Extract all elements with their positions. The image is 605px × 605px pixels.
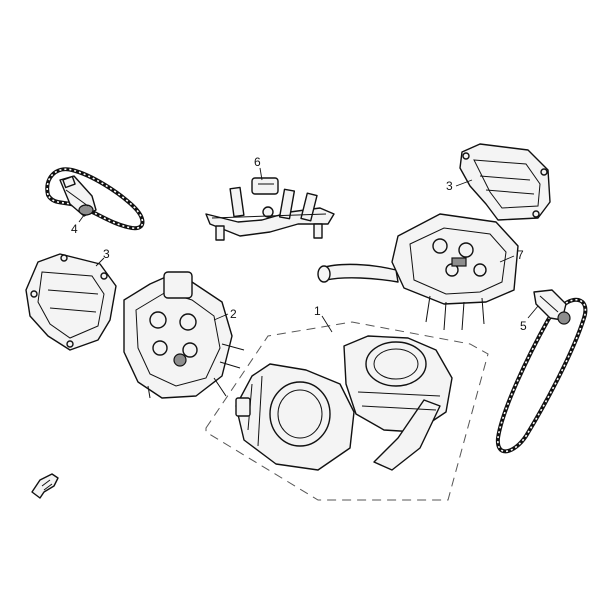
cylinder-head-cover-rear — [459, 143, 551, 221]
callout-part-4: 4 — [71, 222, 78, 236]
callout-part-6: 6 — [254, 155, 261, 169]
cylinder-head-rear — [317, 213, 519, 331]
cam-chain-tensioner-assembly — [45, 167, 145, 231]
rocker-arm-set — [205, 177, 335, 241]
callout-part-3-upper: 3 — [446, 179, 453, 193]
callout-part-5: 5 — [520, 319, 527, 333]
cylinder-head-front — [123, 271, 245, 399]
cylinder-head-cover-front — [25, 253, 117, 351]
front-direction-arrow-icon — [31, 473, 59, 499]
callout-part-1: 1 — [314, 304, 321, 318]
callout-part-2: 2 — [230, 307, 237, 321]
part-1-group-boundary — [205, 321, 489, 501]
callout-part-7: 7 — [517, 248, 524, 262]
callout-part-3-left: 3 — [103, 247, 110, 261]
cam-chain-tensioner-right — [495, 289, 588, 454]
cylinder-block-group — [205, 321, 489, 501]
